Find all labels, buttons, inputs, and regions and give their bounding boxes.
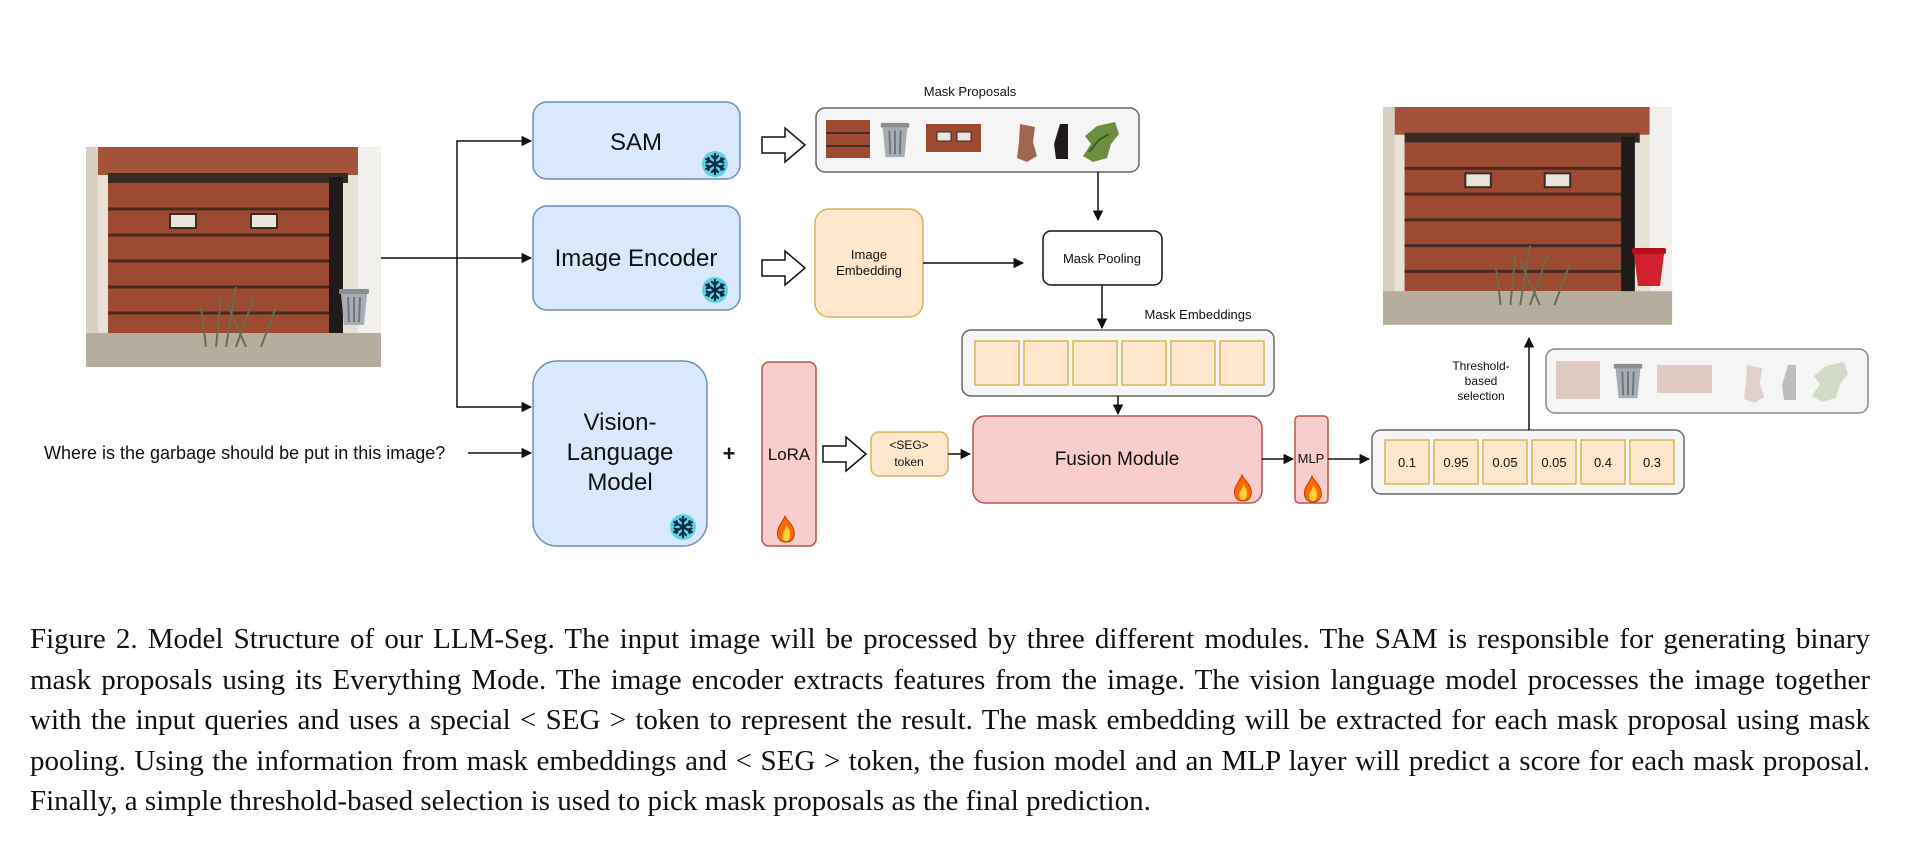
vlm-label-line3: Model bbox=[587, 469, 652, 496]
fusion-module: Fusion Module bbox=[972, 415, 1263, 504]
output-image bbox=[1381, 105, 1674, 327]
snowflake-icon bbox=[700, 149, 730, 179]
lora-module: LoRA bbox=[761, 361, 817, 547]
mask-embeddings-container bbox=[961, 329, 1275, 397]
score-value: 0.1 bbox=[1398, 455, 1416, 470]
snowflake-icon bbox=[700, 275, 730, 305]
mask-embeddings-label: Mask Embeddings bbox=[1145, 307, 1252, 322]
mlp-module: MLP bbox=[1294, 415, 1329, 504]
mask-pooling-block: Mask Pooling bbox=[1042, 230, 1163, 286]
mask-proposals-container bbox=[815, 107, 1140, 173]
mlp-label: MLP bbox=[1298, 451, 1325, 466]
score-cell bbox=[1384, 439, 1430, 485]
mask-embedding-cells bbox=[974, 340, 1265, 386]
threshold-label-line2: based bbox=[1465, 374, 1498, 388]
seg-token-block: <SEG> token bbox=[870, 431, 949, 477]
score-cell bbox=[1482, 439, 1528, 485]
score-value: 0.95 bbox=[1443, 455, 1468, 470]
vision-language-model-module: Vision- Language Model bbox=[532, 360, 708, 547]
selected-mask-proposals bbox=[1545, 348, 1869, 414]
vlm-label-line2: Language bbox=[567, 439, 674, 466]
snowflake-icon bbox=[668, 512, 698, 542]
score-value: 0.05 bbox=[1541, 455, 1566, 470]
scores-container: 0.1 0.95 0.05 0.05 0.4 0.3 bbox=[1371, 429, 1685, 495]
image-embedding-label-line2: Embedding bbox=[836, 263, 902, 278]
score-value: 0.05 bbox=[1492, 455, 1517, 470]
input-image bbox=[84, 145, 383, 369]
mask-pooling-label: Mask Pooling bbox=[1063, 251, 1141, 266]
score-cell bbox=[1580, 439, 1626, 485]
plus-sign: + bbox=[723, 441, 736, 466]
mask-proposal-thumbnails bbox=[826, 120, 1119, 162]
lora-label: LoRA bbox=[768, 445, 811, 464]
image-encoder-label: Image Encoder bbox=[555, 245, 718, 272]
score-value: 0.4 bbox=[1594, 455, 1612, 470]
score-cell bbox=[1531, 439, 1577, 485]
image-encoder-module: Image Encoder bbox=[532, 205, 741, 311]
input-query: Where is the garbage should be put in th… bbox=[44, 443, 445, 463]
seg-token-label-line2: token bbox=[894, 455, 923, 469]
seg-token-label-line1: <SEG> bbox=[889, 438, 928, 452]
mask-proposals-label: Mask Proposals bbox=[924, 84, 1017, 99]
hollow-arrows bbox=[761, 126, 868, 473]
score-cell bbox=[1433, 439, 1479, 485]
threshold-label-line3: selection bbox=[1457, 389, 1504, 403]
sam-module: SAM bbox=[532, 101, 741, 180]
threshold-label-line1: Threshold- bbox=[1452, 359, 1509, 373]
threshold-selection-label: Threshold- based selection bbox=[1452, 359, 1509, 403]
image-embedding-label-line1: Image bbox=[851, 247, 887, 262]
score-cell bbox=[1629, 439, 1675, 485]
score-value: 0.3 bbox=[1643, 455, 1661, 470]
sam-label: SAM bbox=[610, 129, 662, 156]
vlm-label-line1: Vision- bbox=[584, 409, 657, 436]
image-embedding-block: Image Embedding bbox=[814, 208, 924, 318]
image-fanout-arrows bbox=[381, 135, 533, 413]
figure-caption: Figure 2. Model Structure of our LLM-Seg… bbox=[30, 623, 1870, 817]
fusion-module-label: Fusion Module bbox=[1055, 449, 1180, 470]
